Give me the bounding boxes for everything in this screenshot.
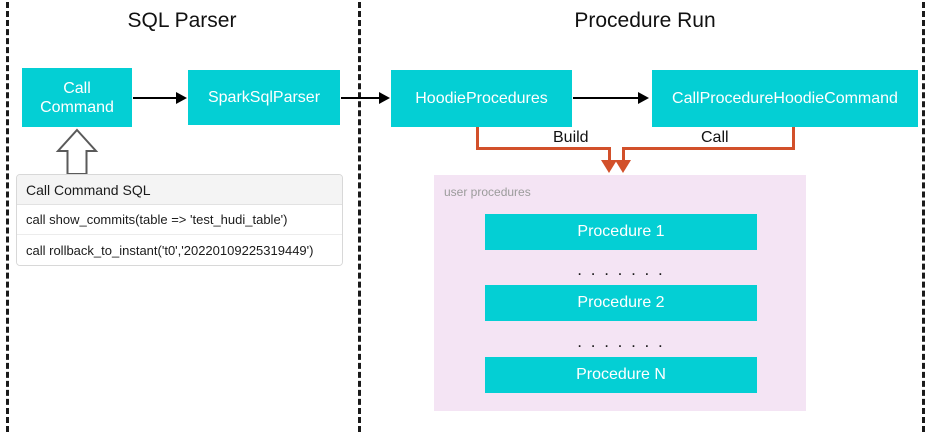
arrow-call-command-to-spark-parser-line [133,97,177,99]
node-call-procedure-hoodie-command-label: CallProcedureHoodieCommand [672,90,898,107]
connector-call-horizontal [622,147,795,150]
procedure-box-n[interactable]: Procedure N [485,357,757,393]
procedure-box-2-label: Procedure 2 [577,294,665,311]
arrow-hoodie-procedures-to-call-command-head [638,92,649,104]
block-arrow-up-icon [55,128,99,175]
connector-build-arrowhead [601,160,617,173]
connector-call-vertical-right [792,127,795,149]
connector-build-vertical-left [476,127,479,149]
divider-left [6,2,9,432]
procedure-box-n-label: Procedure N [576,366,666,383]
procedure-box-1-label: Procedure 1 [577,223,665,240]
procedure-box-1[interactable]: Procedure 1 [485,214,757,250]
arrow-hoodie-procedures-to-call-command-line [573,97,639,99]
node-spark-sql-parser[interactable]: SparkSqlParser [188,70,340,125]
procedure-ellipsis-2: . . . . . . . [577,332,665,351]
procedure-ellipsis-1: . . . . . . . [577,260,665,279]
node-call-command-label-line2: Command [40,98,114,116]
arrow-call-command-to-spark-parser-head [176,92,187,104]
section-title-procedure-run: Procedure Run [574,9,716,32]
connector-call-vertical-left [622,147,625,163]
connector-build-vertical-right [608,147,611,163]
sql-table: Call Command SQL call show_commits(table… [16,174,343,266]
user-procedures-panel-label: user procedures [444,185,531,199]
connector-build-horizontal [476,147,611,150]
procedure-box-2[interactable]: Procedure 2 [485,285,757,321]
connector-build-label: Build [548,128,594,147]
sql-table-row: call show_commits(table => 'test_hudi_ta… [17,205,342,235]
connector-call-label: Call [696,128,734,147]
arrow-spark-parser-to-hoodie-procedures-head [379,92,390,104]
divider-middle [358,2,361,432]
node-spark-sql-parser-label: SparkSqlParser [207,89,321,106]
node-call-command-label-line1: Call [63,79,91,97]
connector-call-arrowhead [615,160,631,173]
node-hoodie-procedures-label: HoodieProcedures [415,90,548,107]
node-call-command[interactable]: Call Command [22,68,132,127]
node-call-procedure-hoodie-command[interactable]: CallProcedureHoodieCommand [652,70,918,127]
section-title-sql-parser: SQL Parser [127,9,237,32]
divider-right [922,2,925,432]
sql-table-header: Call Command SQL [17,175,342,205]
arrow-spark-parser-to-hoodie-procedures-line [341,97,381,99]
node-hoodie-procedures[interactable]: HoodieProcedures [391,70,572,127]
sql-table-row: call rollback_to_instant('t0','202201092… [17,235,342,265]
